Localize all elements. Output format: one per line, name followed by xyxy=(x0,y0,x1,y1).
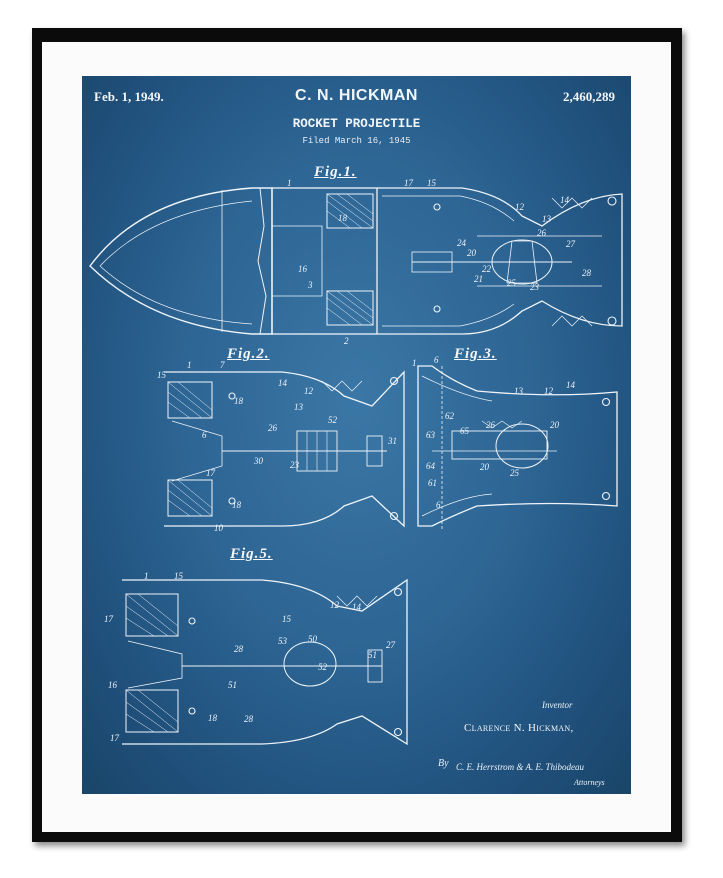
svg-text:62: 62 xyxy=(445,411,455,421)
inventor-caption: Inventor xyxy=(542,700,573,710)
svg-text:17: 17 xyxy=(104,614,114,624)
svg-text:6: 6 xyxy=(436,500,441,510)
svg-text:27: 27 xyxy=(566,239,576,249)
by-label: By xyxy=(438,758,449,769)
svg-text:2: 2 xyxy=(344,336,349,346)
svg-text:15: 15 xyxy=(427,178,437,188)
svg-text:23: 23 xyxy=(290,460,300,470)
svg-text:21: 21 xyxy=(474,274,483,284)
fig3-label: Fig.3. xyxy=(454,346,497,362)
svg-text:24: 24 xyxy=(457,238,467,248)
fig5-label: Fig.5. xyxy=(230,546,273,562)
svg-text:61: 61 xyxy=(428,478,437,488)
svg-text:65: 65 xyxy=(460,426,470,436)
svg-text:28: 28 xyxy=(244,714,254,724)
svg-text:16: 16 xyxy=(108,680,118,690)
svg-text:50: 50 xyxy=(308,634,318,644)
svg-text:13: 13 xyxy=(542,214,552,224)
svg-text:20: 20 xyxy=(550,420,560,430)
attorneys-label: Attorneys xyxy=(574,778,605,787)
fig1-label: Fig.1. xyxy=(314,164,357,180)
svg-text:18: 18 xyxy=(338,213,348,223)
svg-text:14: 14 xyxy=(352,602,362,612)
svg-text:1: 1 xyxy=(144,571,149,581)
fig1-drawing: 1 17 15 12 13 18 14 26 24 20 22 27 16 21… xyxy=(89,178,623,346)
svg-text:17: 17 xyxy=(404,178,414,188)
inventor-heading: C. N. HICKMAN xyxy=(295,87,418,104)
svg-text:26: 26 xyxy=(268,423,278,433)
svg-text:6: 6 xyxy=(202,430,207,440)
svg-text:6: 6 xyxy=(434,355,439,365)
fig2-label: Fig.2. xyxy=(227,346,270,362)
inventor-name: Clarence N. Hickman, xyxy=(464,722,574,734)
fig5-drawing: 1 15 17 12 15 14 28 53 50 27 16 51 52 28… xyxy=(104,571,408,746)
svg-text:31: 31 xyxy=(387,436,397,446)
patent-date: Feb. 1, 1949. xyxy=(94,89,164,104)
svg-text:25: 25 xyxy=(507,278,517,288)
svg-text:52: 52 xyxy=(328,415,338,425)
svg-text:15: 15 xyxy=(282,614,292,624)
svg-text:64: 64 xyxy=(426,461,436,471)
svg-text:26: 26 xyxy=(486,420,496,430)
svg-text:51: 51 xyxy=(368,650,377,660)
svg-text:28: 28 xyxy=(582,268,592,278)
svg-text:12: 12 xyxy=(304,386,314,396)
svg-text:15: 15 xyxy=(174,571,184,581)
svg-text:52: 52 xyxy=(318,662,328,672)
svg-text:20: 20 xyxy=(467,248,477,258)
svg-text:15: 15 xyxy=(157,370,167,380)
svg-text:51: 51 xyxy=(228,680,237,690)
svg-text:14: 14 xyxy=(560,195,570,205)
blueprint-print: Feb. 1, 1949. C. N. HICKMAN 2,460,289 RO… xyxy=(82,76,631,794)
svg-text:17: 17 xyxy=(206,468,216,478)
svg-text:13: 13 xyxy=(294,402,304,412)
patent-number: 2,460,289 xyxy=(563,89,615,104)
filed-date: Filed March 16, 1945 xyxy=(302,136,411,146)
svg-text:27: 27 xyxy=(386,640,396,650)
svg-text:1: 1 xyxy=(412,358,417,368)
svg-text:23: 23 xyxy=(530,282,540,292)
attorney-signature: C. E. Herrstrom & A. E. Thibodeau xyxy=(456,762,585,772)
svg-text:26: 26 xyxy=(537,228,547,238)
svg-text:22: 22 xyxy=(482,264,492,274)
svg-text:18: 18 xyxy=(208,713,218,723)
svg-text:13: 13 xyxy=(514,386,524,396)
svg-text:12: 12 xyxy=(515,202,525,212)
svg-text:10: 10 xyxy=(214,523,224,533)
svg-text:14: 14 xyxy=(278,378,288,388)
svg-text:18: 18 xyxy=(234,396,244,406)
svg-text:7: 7 xyxy=(220,360,225,370)
svg-text:12: 12 xyxy=(330,600,340,610)
svg-text:3: 3 xyxy=(307,280,313,290)
svg-text:14: 14 xyxy=(566,380,576,390)
svg-text:25: 25 xyxy=(510,468,520,478)
fig3-drawing: 1 6 13 12 14 62 65 26 20 63 64 61 20 25 … xyxy=(412,355,618,531)
svg-text:1: 1 xyxy=(187,360,192,370)
svg-text:28: 28 xyxy=(234,644,244,654)
fig2-drawing: 15 1 7 14 12 13 18 6 26 52 31 30 23 17 1… xyxy=(157,360,405,533)
svg-text:30: 30 xyxy=(253,456,264,466)
svg-text:1: 1 xyxy=(287,178,292,188)
patent-title: ROCKET PROJECTILE xyxy=(292,117,421,131)
patent-drawing: 1 17 15 12 13 18 14 26 24 20 22 27 16 21… xyxy=(89,178,623,746)
svg-text:18: 18 xyxy=(232,500,242,510)
svg-text:63: 63 xyxy=(426,430,436,440)
svg-text:53: 53 xyxy=(278,636,288,646)
svg-text:20: 20 xyxy=(480,462,490,472)
svg-text:16: 16 xyxy=(298,264,308,274)
svg-text:12: 12 xyxy=(544,386,554,396)
svg-text:17: 17 xyxy=(110,733,120,743)
